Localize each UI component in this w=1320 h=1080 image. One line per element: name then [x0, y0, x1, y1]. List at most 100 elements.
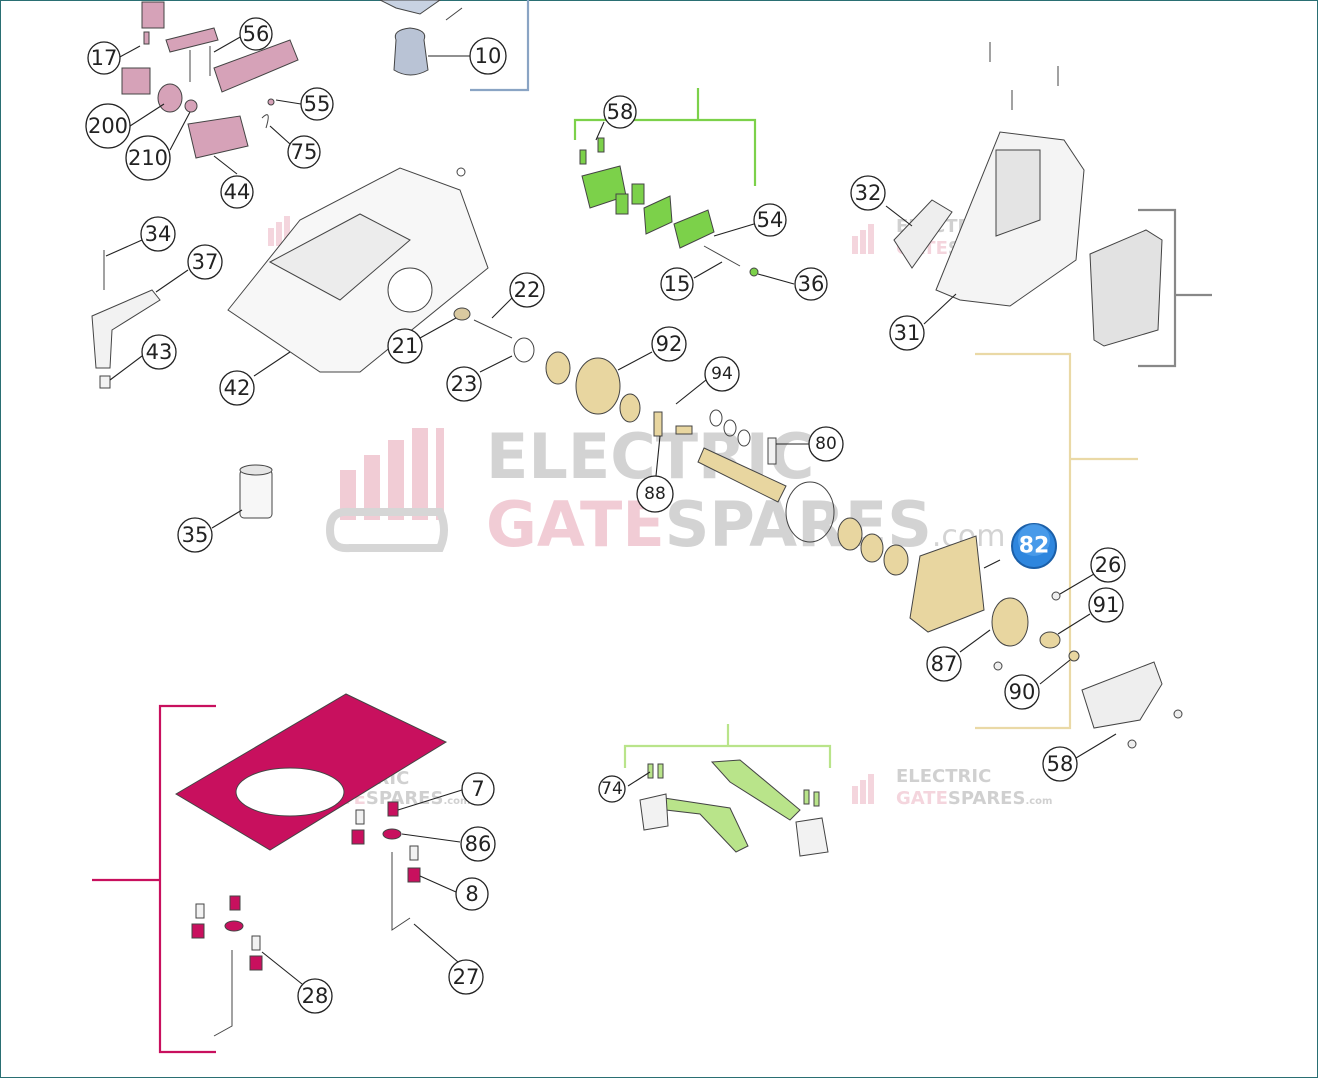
svg-text:55: 55 — [304, 92, 331, 116]
part-plate-cutout — [235, 767, 345, 817]
callout-23[interactable]: 23 — [446, 366, 482, 402]
callout-10[interactable]: 10 — [469, 37, 507, 75]
svg-text:87: 87 — [931, 652, 958, 676]
wm3-suffix: .com — [443, 796, 470, 807]
watermark-small-4: ELECTRIC GATESPARES.com — [852, 766, 1052, 809]
callout-58-top[interactable]: 58 — [603, 95, 637, 129]
callout-28[interactable]: 28 — [297, 978, 333, 1014]
callout-44[interactable]: 44 — [220, 175, 254, 209]
callout-88[interactable]: 88 — [636, 475, 674, 513]
part-58-screw-a — [579, 149, 587, 165]
svg-text:15: 15 — [664, 272, 691, 296]
callout-54[interactable]: 54 — [753, 203, 787, 237]
callout-56[interactable]: 56 — [239, 17, 273, 51]
part-87-gear — [991, 597, 1029, 647]
callout-22[interactable]: 22 — [509, 272, 545, 308]
part-bearing-a — [545, 351, 571, 385]
part-35-top — [239, 464, 273, 476]
callout-37[interactable]: 37 — [187, 244, 223, 280]
wm4-spares: SPARES — [948, 788, 1026, 809]
callout-75[interactable]: 75 — [287, 135, 321, 169]
callout-87[interactable]: 87 — [926, 646, 962, 682]
callout-80[interactable]: 80 — [808, 426, 844, 462]
svg-text:210: 210 — [128, 146, 168, 170]
part-17-bracket — [141, 1, 165, 29]
callout-94[interactable]: 94 — [704, 356, 740, 392]
part-44-housing — [187, 115, 249, 159]
bracket-lime — [623, 724, 832, 768]
callout-92[interactable]: 92 — [651, 326, 687, 362]
svg-text:43: 43 — [146, 340, 173, 364]
callout-74[interactable]: 74 — [598, 775, 626, 803]
part-90-screw-b — [993, 661, 1003, 671]
callout-17[interactable]: 17 — [87, 41, 121, 75]
part-bearing-d — [883, 544, 909, 576]
part-31-inner — [995, 149, 1041, 237]
callout-21[interactable]: 21 — [387, 328, 423, 364]
part-15-shaft — [703, 245, 741, 267]
part-88-pin — [653, 411, 663, 437]
part-74-pin-b — [657, 763, 664, 779]
part-35-capacitor — [239, 469, 273, 519]
svg-text:75: 75 — [291, 140, 318, 164]
svg-text:7: 7 — [471, 777, 484, 801]
callout-26[interactable]: 26 — [1090, 547, 1126, 583]
callout-32[interactable]: 32 — [850, 175, 886, 211]
part-21-bush — [453, 307, 471, 321]
callout-82-badge[interactable]: 82 — [1011, 523, 1057, 569]
part-74-pin-d — [813, 791, 820, 807]
callout-55[interactable]: 55 — [300, 87, 334, 121]
part-anchor-left — [191, 895, 263, 1037]
watermark-icon — [325, 428, 448, 553]
parts — [91, 0, 1183, 1037]
bracket-blue — [470, 0, 530, 92]
callout-36[interactable]: 36 — [794, 267, 828, 301]
callout-90[interactable]: 90 — [1004, 674, 1040, 710]
callout-8[interactable]: 8 — [455, 877, 489, 911]
part-56-cover — [165, 27, 219, 53]
svg-text:92: 92 — [656, 332, 683, 356]
callout-7[interactable]: 7 — [461, 772, 495, 806]
part-91-washer — [1039, 631, 1061, 649]
part-washer-stack — [709, 409, 751, 447]
callout-34[interactable]: 34 — [140, 216, 176, 252]
svg-text:26: 26 — [1095, 553, 1122, 577]
svg-text:36: 36 — [798, 272, 825, 296]
part-55-nut — [267, 98, 275, 106]
svg-text:28: 28 — [302, 984, 329, 1008]
svg-text:35: 35 — [182, 523, 209, 547]
part-36-clip — [749, 267, 759, 277]
svg-text:21: 21 — [392, 334, 419, 358]
callout-35[interactable]: 35 — [177, 517, 213, 553]
callout-58-bottom[interactable]: 58 — [1042, 746, 1078, 782]
callout-15[interactable]: 15 — [660, 267, 694, 301]
callout-91[interactable]: 91 — [1088, 587, 1124, 623]
part-26-screw — [1051, 591, 1061, 601]
part-limit-clamp-b — [795, 817, 829, 857]
part-74-pin-c — [803, 789, 810, 805]
wm4-l2: GATESPARES.com — [896, 788, 1052, 809]
part-green-plate-a — [643, 195, 673, 235]
callout-27[interactable]: 27 — [448, 959, 484, 995]
part-limit-clamp-a — [639, 793, 669, 831]
callout-43[interactable]: 43 — [141, 334, 177, 370]
callouts: 17 56 10 200 55 210 75 44 58 54 15 36 32… — [85, 17, 1126, 1014]
callout-200[interactable]: 200 — [85, 103, 131, 149]
svg-text:74: 74 — [601, 779, 623, 799]
svg-text:37: 37 — [192, 250, 219, 274]
part-200-roller — [157, 83, 183, 113]
svg-text:200: 200 — [88, 114, 128, 138]
wm3-spares: SPARES — [366, 788, 444, 809]
part-210-washer — [184, 99, 198, 113]
callout-86[interactable]: 86 — [460, 826, 496, 862]
part-anchor-right — [351, 801, 421, 931]
callout-31[interactable]: 31 — [889, 315, 925, 351]
part-limit-cam-a — [663, 797, 749, 853]
part-42-bore — [387, 267, 433, 313]
callout-42[interactable]: 42 — [219, 370, 255, 406]
svg-text:80: 80 — [815, 434, 837, 454]
part-10-boot — [393, 27, 429, 76]
callout-210[interactable]: 210 — [125, 135, 171, 181]
part-58-cover — [1081, 661, 1163, 729]
